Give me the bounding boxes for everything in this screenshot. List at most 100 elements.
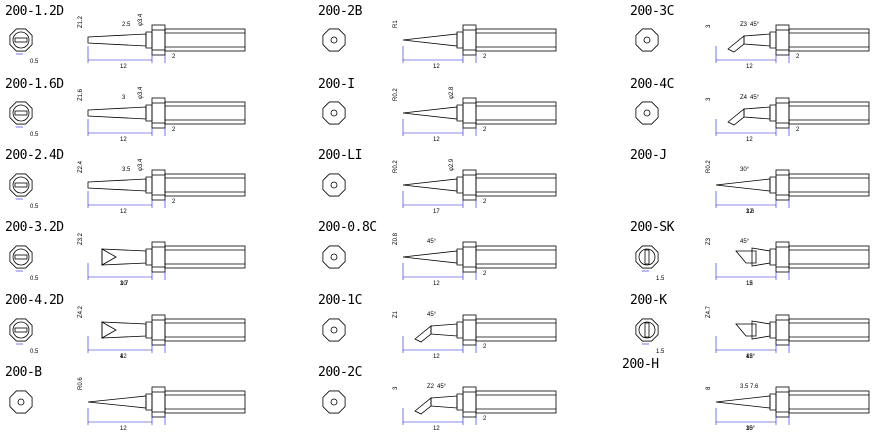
dim-text-1: 45°	[740, 239, 750, 245]
shaft	[164, 390, 246, 414]
model-label-200-4C: 200-4C	[630, 77, 674, 92]
collar	[456, 393, 464, 411]
dim-text-front: 0.5	[30, 276, 39, 282]
dim-text-3: 30°	[746, 426, 756, 432]
shaft	[788, 173, 870, 197]
tip-drawing-200-B: R0.612	[9, 377, 246, 432]
tip-profile	[402, 250, 458, 264]
shaft	[475, 173, 557, 197]
dim-text-1: φ2.9	[449, 158, 455, 171]
dim-text-1: 3.5	[740, 384, 749, 390]
front-ring	[12, 176, 30, 194]
front-blade	[644, 322, 650, 338]
nut	[151, 97, 166, 129]
collar	[456, 176, 464, 194]
nut	[151, 169, 166, 201]
front-ring	[638, 321, 656, 339]
hex-nut-outline	[635, 245, 659, 269]
collar	[769, 248, 777, 266]
tip-profile	[87, 395, 147, 409]
collar	[769, 176, 777, 194]
collar	[769, 31, 777, 49]
hex-nut-outline	[635, 101, 659, 125]
dim-text-0: R0.2	[393, 88, 399, 101]
nut	[775, 314, 790, 346]
hex-nut-outline	[9, 173, 33, 197]
dim-text-front: 1.5	[656, 349, 665, 355]
dim-text-4: 2	[796, 127, 800, 133]
hex-nut-outline	[322, 318, 346, 342]
hex-nut-outline	[322, 173, 346, 197]
dim-text-0: 3	[706, 24, 712, 28]
nut	[775, 386, 790, 418]
tip-profile	[402, 106, 458, 120]
tip-bevel	[727, 108, 745, 126]
model-label-200-I: 200-I	[318, 77, 355, 92]
nut	[462, 314, 477, 346]
dim-text-front: 1.5	[656, 276, 665, 282]
front-point	[330, 36, 338, 44]
collar	[456, 104, 464, 122]
dim-text-0: R1	[393, 20, 399, 28]
dim-text-0: Z1	[393, 310, 399, 318]
dim-text-0: R0.2	[706, 160, 712, 173]
front-blade	[14, 327, 28, 333]
shaft	[164, 318, 246, 342]
model-label-200-B: 200-B	[5, 365, 42, 380]
dim-text-1: 45°	[746, 354, 756, 360]
model-label-200-4.2D: 200-4.2D	[5, 293, 64, 308]
model-label-200-0.8C: 200-0.8C	[318, 220, 377, 235]
dim-text-1: 4	[120, 354, 124, 360]
front-point	[330, 398, 338, 406]
dim-text-2: 10	[120, 281, 127, 287]
hex-nut-outline	[322, 101, 346, 125]
hex-nut-outline	[9, 318, 33, 342]
collar	[145, 321, 153, 339]
front-blade	[14, 182, 28, 188]
dim-text-4: 2	[483, 416, 487, 422]
dim-text-3: 2	[483, 199, 487, 205]
dim-text-0: Z3	[706, 237, 712, 245]
nut	[775, 97, 790, 129]
dim-text-3: 12	[746, 209, 753, 215]
model-label-200-2C: 200-2C	[318, 365, 362, 380]
model-label-200-2.4D: 200-2.4D	[5, 148, 64, 163]
shaft	[788, 318, 870, 342]
dim-text-2: 12	[120, 354, 127, 360]
front-ring	[638, 248, 656, 266]
tip-profile	[430, 395, 458, 409]
dim-text-0: Z2.4	[78, 160, 84, 173]
dim-text-2: 45°	[750, 95, 760, 101]
nut	[151, 386, 166, 418]
dim-text-1: φ3.4	[138, 158, 144, 171]
dim-text-0: Z3.2	[78, 232, 84, 245]
shaft	[164, 173, 246, 197]
nut	[462, 241, 477, 273]
tip-profile	[743, 33, 771, 47]
dim-text-0: Z1.6	[78, 88, 84, 101]
dim-text-2: 3	[122, 95, 126, 101]
tip-chisel	[101, 321, 117, 339]
dim-text-4: 2	[796, 54, 800, 60]
front-blade	[644, 249, 650, 265]
tip-profile	[402, 33, 458, 47]
collar	[145, 393, 153, 411]
dim-text-1: φ2.8	[449, 86, 455, 99]
dim-text-2: 45°	[750, 22, 760, 28]
hex-nut-outline	[635, 28, 659, 52]
dim-text-3: 12	[120, 137, 127, 143]
tip-blade	[735, 250, 757, 264]
hex-nut-outline	[635, 318, 659, 342]
shaft	[788, 245, 870, 269]
tip-profile	[87, 178, 147, 192]
collar	[145, 104, 153, 122]
front-ring	[12, 104, 30, 122]
shaft	[788, 390, 870, 414]
